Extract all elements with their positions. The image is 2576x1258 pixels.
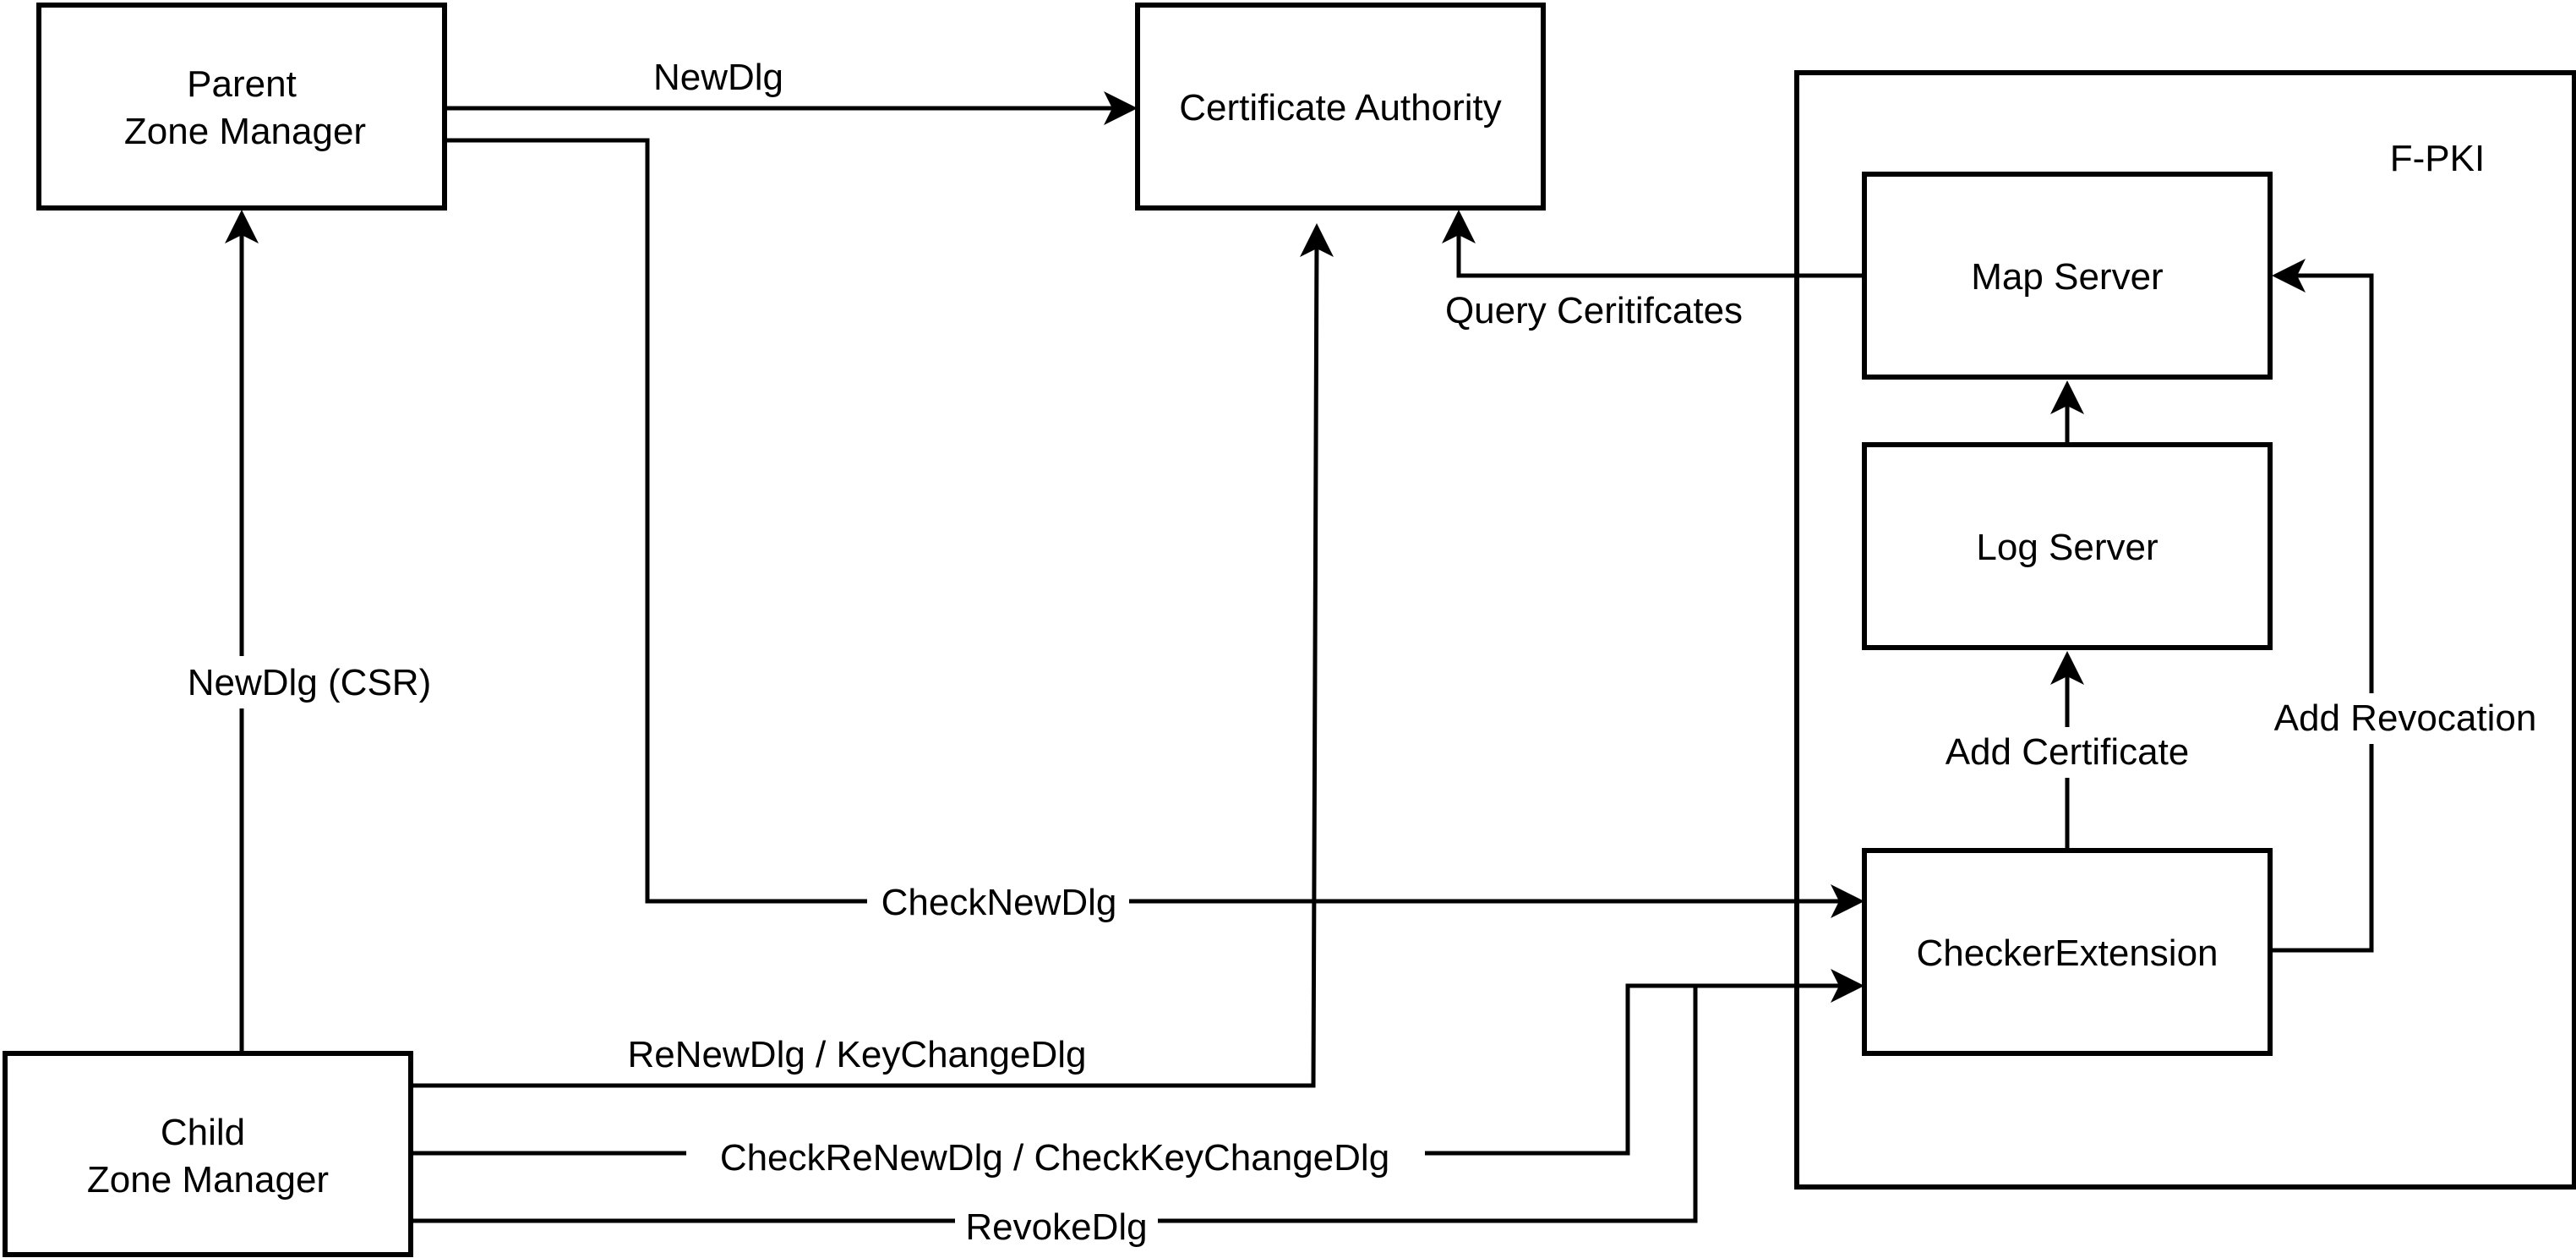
- edge-log-to-map: [2050, 380, 2084, 443]
- edge-newdlg: NewDlg: [446, 57, 1138, 125]
- edge-label-renewdlg-keychangedlg: ReNewDlg / KeyChangeDlg: [628, 1034, 1087, 1075]
- edge-label-checknewdlg: CheckNewDlg: [881, 882, 1117, 923]
- edge-query-certificates: Query Ceritifcates: [1442, 210, 1864, 331]
- edge-revokedlg: RevokeDlg: [411, 986, 1698, 1251]
- node-map-server: Map Server: [1862, 172, 2273, 380]
- node-parent-zone-manager-line2: Zone Manager: [124, 111, 366, 152]
- node-certificate-authority: Certificate Authority: [1135, 3, 1546, 211]
- edge-renewdlg-keychangedlg: ReNewDlg / KeyChangeDlg: [411, 223, 1334, 1088]
- edge-newdlg-csr: NewDlg (CSR): [169, 210, 450, 1052]
- node-certificate-authority-label: Certificate Authority: [1179, 87, 1502, 129]
- edge-label-revokedlg: RevokeDlg: [965, 1206, 1147, 1248]
- edge-checkrenewdlg-checkkeychangedlg: CheckReNewDlg / CheckKeyChangeDlg: [411, 969, 1864, 1180]
- node-map-server-label: Map Server: [1971, 256, 2163, 298]
- edge-label-checkrenewdlg-checkkeychangedlg: CheckReNewDlg / CheckKeyChangeDlg: [720, 1137, 1389, 1179]
- edge-label-newdlg-csr: NewDlg (CSR): [188, 662, 431, 703]
- edge-add-revocation: Add Revocation: [2262, 259, 2552, 953]
- edge-label-newdlg: NewDlg: [653, 57, 783, 98]
- node-child-zone-manager-line1: Child: [161, 1112, 245, 1153]
- edge-label-query-certificates: Query Ceritifcates: [1445, 290, 1743, 331]
- fpki-group-label: F-PKI: [2390, 138, 2485, 179]
- node-log-server: Log Server: [1862, 442, 2273, 650]
- edge-label-add-revocation: Add Revocation: [2274, 697, 2537, 739]
- node-child-zone-manager: Child Zone Manager: [3, 1051, 413, 1257]
- node-checker-extension: CheckerExtension: [1862, 848, 2273, 1056]
- edge-label-add-certificate: Add Certificate: [1946, 731, 2190, 773]
- node-child-zone-manager-line2: Zone Manager: [87, 1159, 329, 1201]
- node-parent-zone-manager-line1: Parent: [187, 63, 297, 105]
- node-parent-zone-manager: Parent Zone Manager: [36, 3, 447, 211]
- node-checker-extension-label: CheckerExtension: [1916, 933, 2218, 974]
- node-log-server-label: Log Server: [1976, 527, 2158, 568]
- fpki-group: F-PKI: [1794, 70, 2576, 1190]
- edge-add-certificate: Add Certificate: [1930, 651, 2204, 849]
- edge-checknewdlg: CheckNewDlg: [446, 138, 1864, 925]
